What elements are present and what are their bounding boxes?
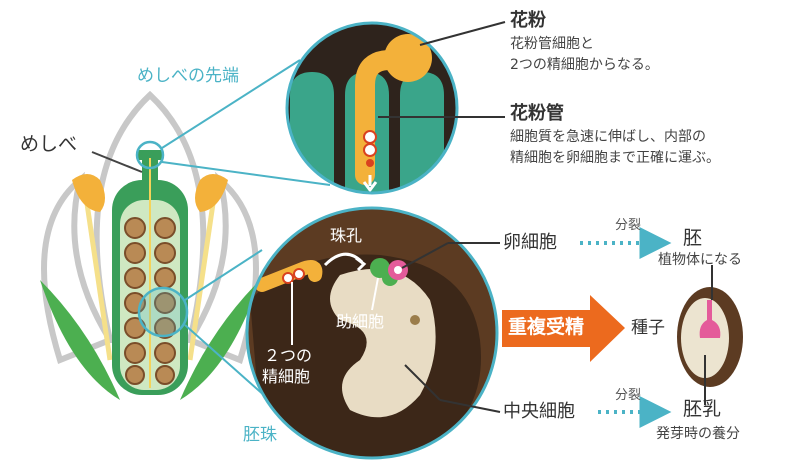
embryo-label: 胚 [683, 227, 703, 249]
pollen-tube-desc-1: 細胞質を急速に伸ばし、内部の [510, 129, 706, 145]
pollen-desc-2: 2つの精細胞からなる。 [510, 57, 659, 73]
division-label-1: 分裂 [615, 218, 642, 233]
micropyle-label: 珠孔 [330, 226, 363, 245]
embryo-desc: 植物体になる [658, 252, 742, 268]
ovule-zoom [245, 206, 501, 460]
pollen-desc-1: 花粉管細胞と [510, 36, 594, 52]
endosperm-desc: 発芽時の養分 [656, 426, 740, 442]
division-label-2: 分裂 [615, 388, 642, 403]
synergid-label: 助細胞 [336, 312, 385, 331]
double-fertilization-label: 重複受精 [508, 316, 585, 338]
central-cell-label: 中央細胞 [503, 401, 575, 422]
pollen-tube-desc-2: 精細胞を卵細胞まで正確に運ぶ。 [510, 150, 720, 166]
seed-illustration [677, 265, 743, 405]
ovule-label: 胚珠 [243, 425, 277, 445]
stigma-zoom [285, 21, 506, 195]
pollen-label: 花粉 [510, 10, 546, 31]
stigma-tip-label: めしべの先端 [137, 66, 239, 86]
flower-illustration [40, 90, 260, 400]
pistil-label: めしべ [20, 133, 78, 155]
pollen-tube-label: 花粉管 [510, 103, 564, 124]
egg-cell-label: 卵細胞 [503, 232, 557, 253]
sperm-label-2: 精細胞 [262, 367, 311, 386]
fertilization-arrow [502, 295, 625, 362]
endosperm-label: 胚乳 [683, 398, 722, 420]
sperm-label-1: ２つの [264, 346, 313, 365]
seed-label: 種子 [631, 318, 665, 338]
